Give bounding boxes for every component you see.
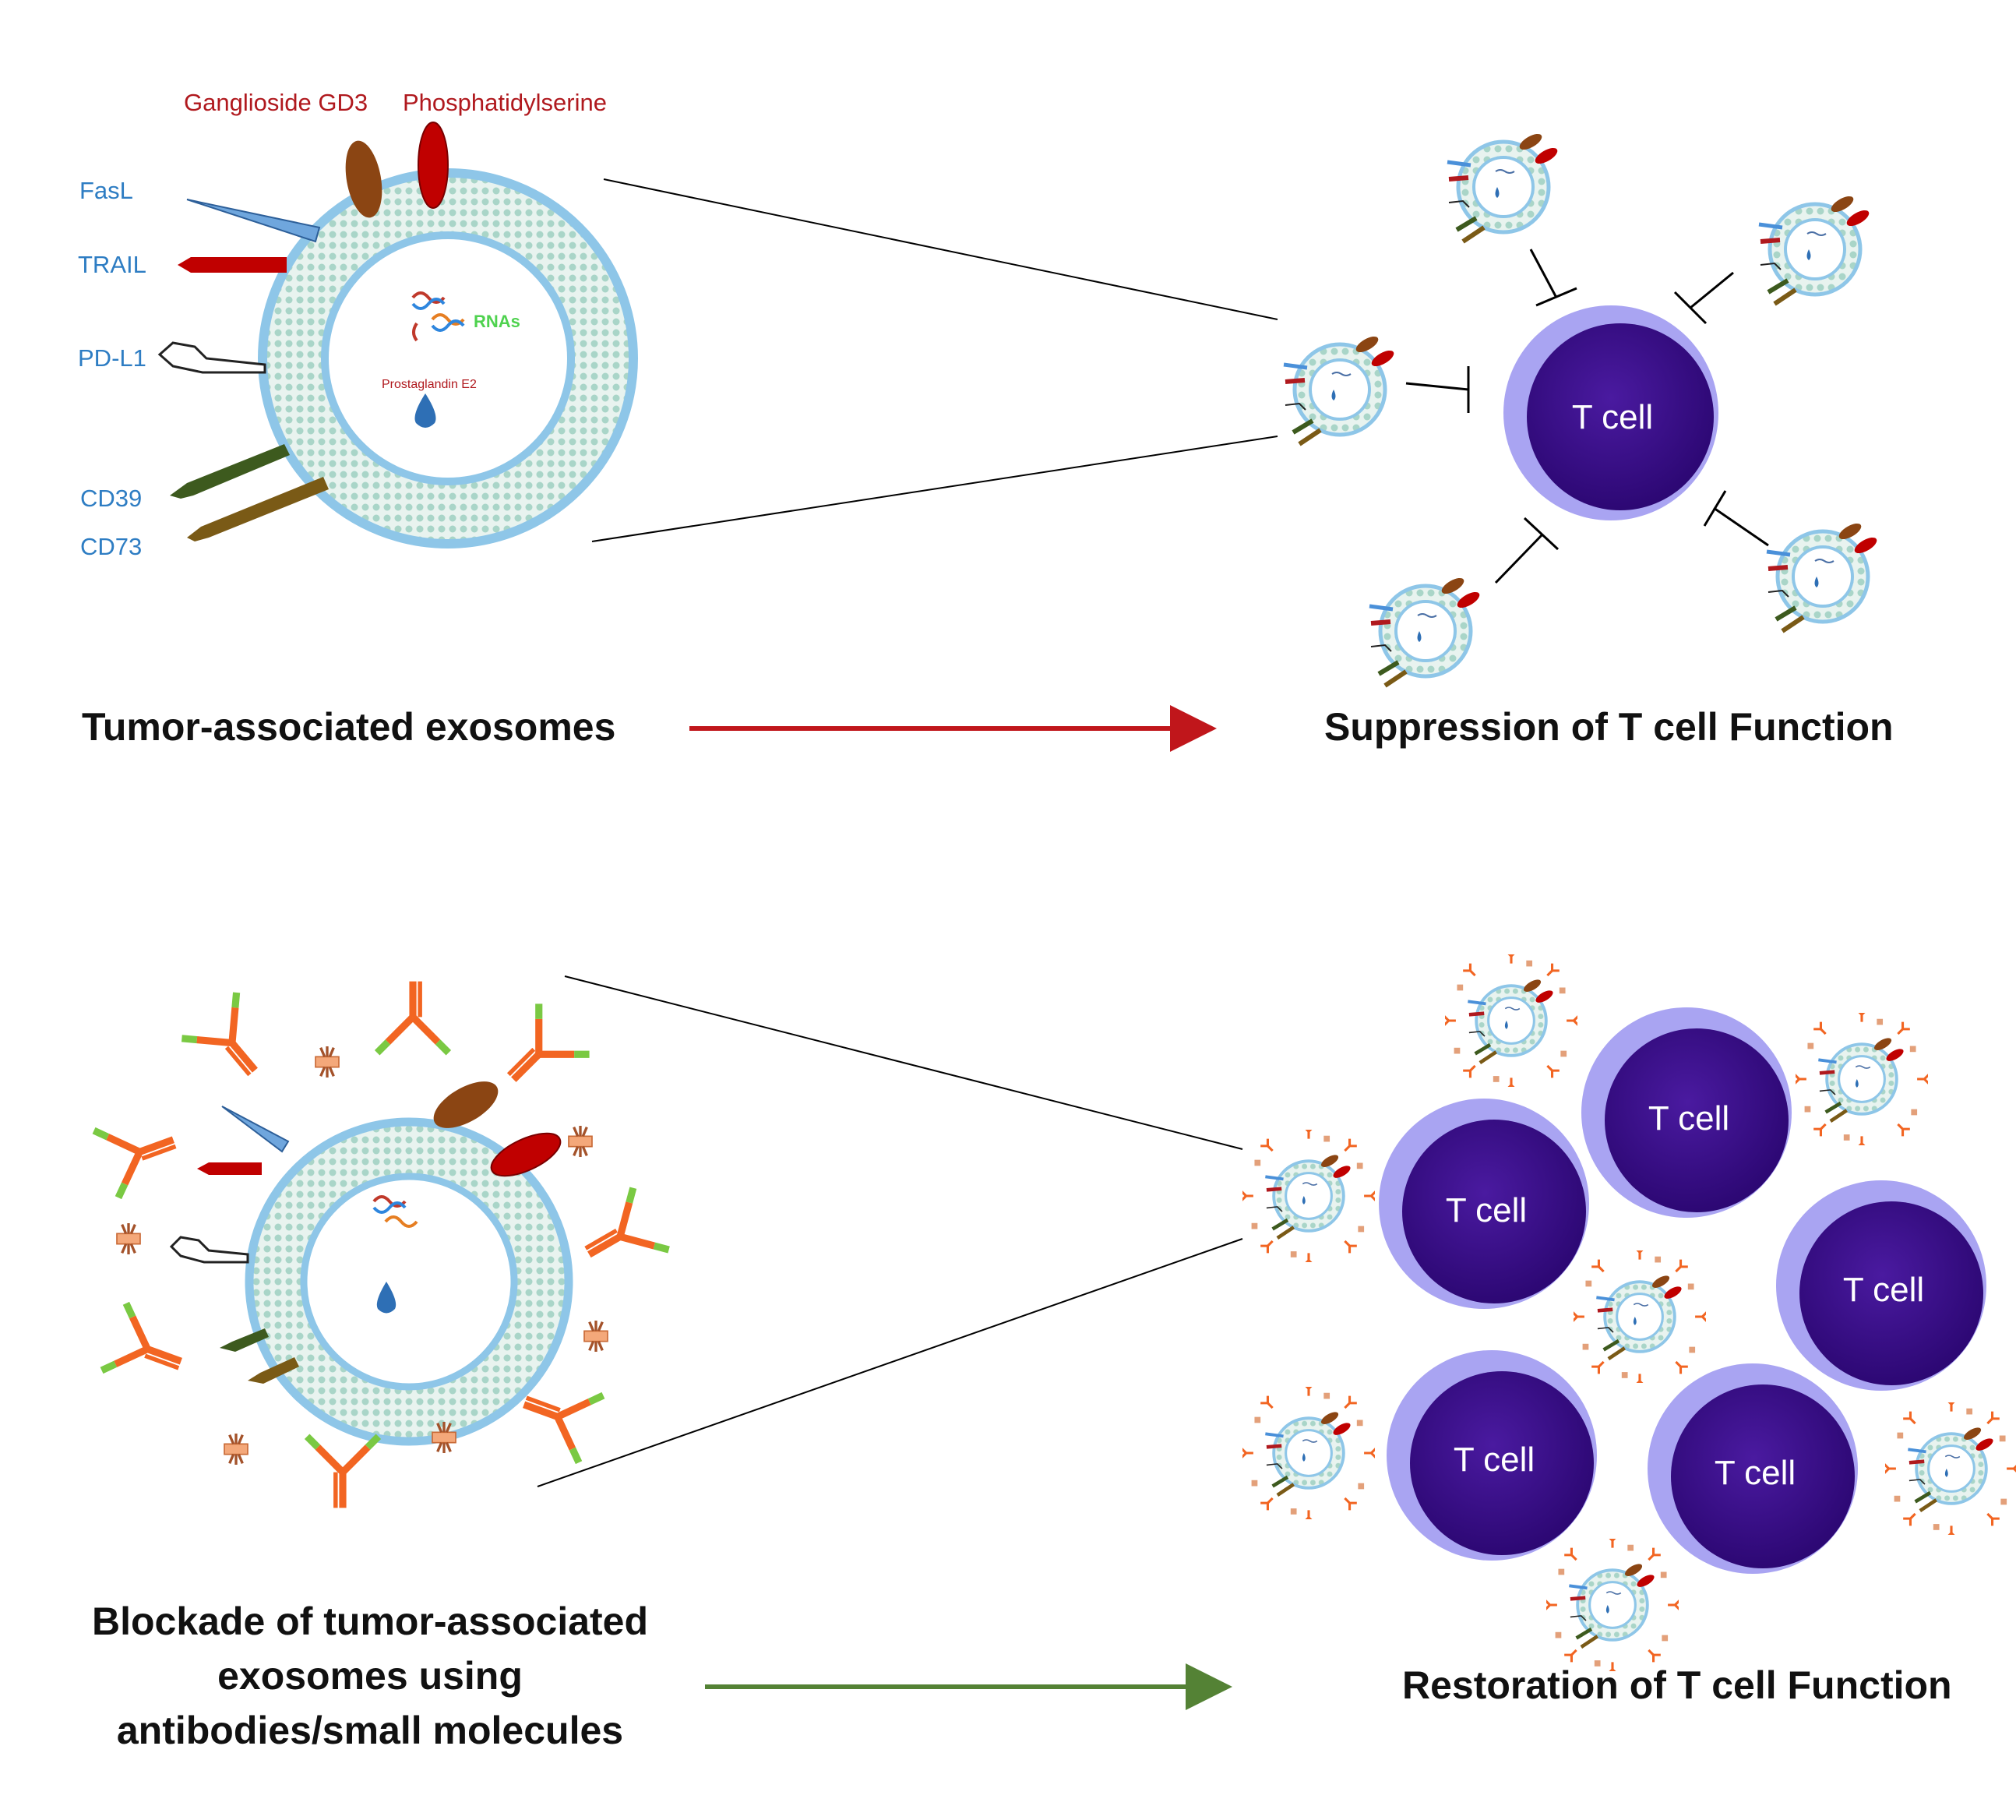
tcell-bottom-5: T cell xyxy=(1648,1363,1858,1574)
rna-icon xyxy=(411,291,465,342)
antibody xyxy=(307,1437,379,1508)
large-exosome-blocked xyxy=(245,1117,573,1446)
trail-label: TRAIL xyxy=(78,251,146,278)
caption-blockade-line-1: Blockade of tumor-associated xyxy=(92,1600,648,1643)
antibody xyxy=(377,982,449,1053)
rna-icon xyxy=(372,1195,418,1228)
small-molecule xyxy=(314,1045,340,1079)
antibody xyxy=(488,1003,590,1105)
fasl-label: FasL xyxy=(79,177,133,204)
inhibition-arrows xyxy=(1405,249,1769,584)
small-molecule xyxy=(583,1319,609,1353)
mini-exosome xyxy=(1759,193,1871,304)
caption-blockade-line-2: exosomes using xyxy=(217,1654,523,1698)
caption-tumor-exosomes: Tumor-associated exosomes xyxy=(82,705,615,749)
zoom-line-upper xyxy=(603,178,1278,320)
tcell-label: T cell xyxy=(1648,1099,1729,1138)
cd39-label: CD39 xyxy=(80,485,142,512)
phosphatidylserine-shape xyxy=(418,122,449,209)
tcell-label: T cell xyxy=(1715,1454,1796,1492)
antibody xyxy=(102,1303,193,1395)
ganglioside-gd3-shape xyxy=(345,140,382,218)
caption-restoration: Restoration of T cell Function xyxy=(1402,1663,1952,1707)
blocked-mini-exosome xyxy=(1884,1399,2016,1538)
cd73-label: CD73 xyxy=(80,533,142,560)
prostaglandin-label: Prostaglandin E2 xyxy=(382,378,477,391)
pdl1-shape xyxy=(157,341,266,374)
small-molecule xyxy=(567,1124,594,1159)
zoom-line-lower xyxy=(591,436,1278,542)
fasl-shape xyxy=(186,199,321,243)
caption-suppression: Suppression of T cell Function xyxy=(1324,705,1894,749)
rnas-label: RNAs xyxy=(474,312,520,331)
cd73-shape xyxy=(187,477,329,541)
pdl1-shape xyxy=(169,1236,249,1264)
tcell-label: T cell xyxy=(1454,1441,1535,1479)
pdl1-label: PD-L1 xyxy=(78,344,146,372)
droplet-icon xyxy=(376,1282,397,1314)
blocked-mini-exosome xyxy=(1241,1384,1376,1522)
phosphatidylserine-shape xyxy=(490,1132,562,1177)
small-molecule xyxy=(223,1432,249,1466)
tcell-label: T cell xyxy=(1843,1271,1924,1309)
blocked-mini-exosome xyxy=(1443,951,1578,1090)
trail-shape xyxy=(178,257,287,273)
caption-blockade-line-3: antibodies/small molecules xyxy=(117,1709,623,1752)
blocked-mini-exosome xyxy=(1572,1247,1707,1386)
antibody xyxy=(182,993,282,1093)
tcell-top: T cell xyxy=(1503,305,1718,520)
fasl-shape xyxy=(221,1106,290,1153)
antibody xyxy=(94,1106,185,1197)
zoom-line-upper xyxy=(564,975,1243,1150)
tcell-label: T cell xyxy=(1446,1191,1527,1229)
tcell-bottom-4: T cell xyxy=(1387,1350,1597,1561)
ganglioside-label: Ganglioside GD3 xyxy=(184,89,368,116)
blocked-mini-exosome xyxy=(1794,1010,1929,1148)
zoom-line-lower xyxy=(537,1238,1243,1487)
phosphatidylserine-label: Phosphatidylserine xyxy=(403,89,607,116)
small-molecule xyxy=(115,1222,142,1256)
tcell-label: T cell xyxy=(1572,398,1653,436)
top-panel: RNAs Prostaglandin E2 Ganglioside GD3 Ph… xyxy=(78,89,1894,752)
bottom-panel: T cell T cell T cell T cell T cell xyxy=(92,951,2016,1752)
blocked-mini-exosome xyxy=(1241,1127,1376,1265)
trail-shape xyxy=(197,1162,262,1175)
ganglioside-gd3-shape xyxy=(433,1081,499,1128)
mini-exosome xyxy=(1447,131,1560,242)
mini-exosome xyxy=(1369,575,1482,686)
cd73-shape xyxy=(248,1357,299,1384)
tcell-bottom-2: T cell xyxy=(1581,1007,1792,1218)
large-exosome xyxy=(258,168,638,548)
mini-exosome xyxy=(1767,520,1879,631)
tcell-bottom-1: T cell xyxy=(1379,1099,1589,1309)
antibody xyxy=(571,1188,668,1286)
blocked-mini-exosome xyxy=(1545,1536,1679,1674)
mini-exosome xyxy=(1284,333,1396,444)
tcell-bottom-3: T cell xyxy=(1776,1180,1986,1391)
cd39-shape xyxy=(220,1328,269,1352)
cd39-shape xyxy=(170,444,290,499)
droplet-icon xyxy=(414,393,436,428)
